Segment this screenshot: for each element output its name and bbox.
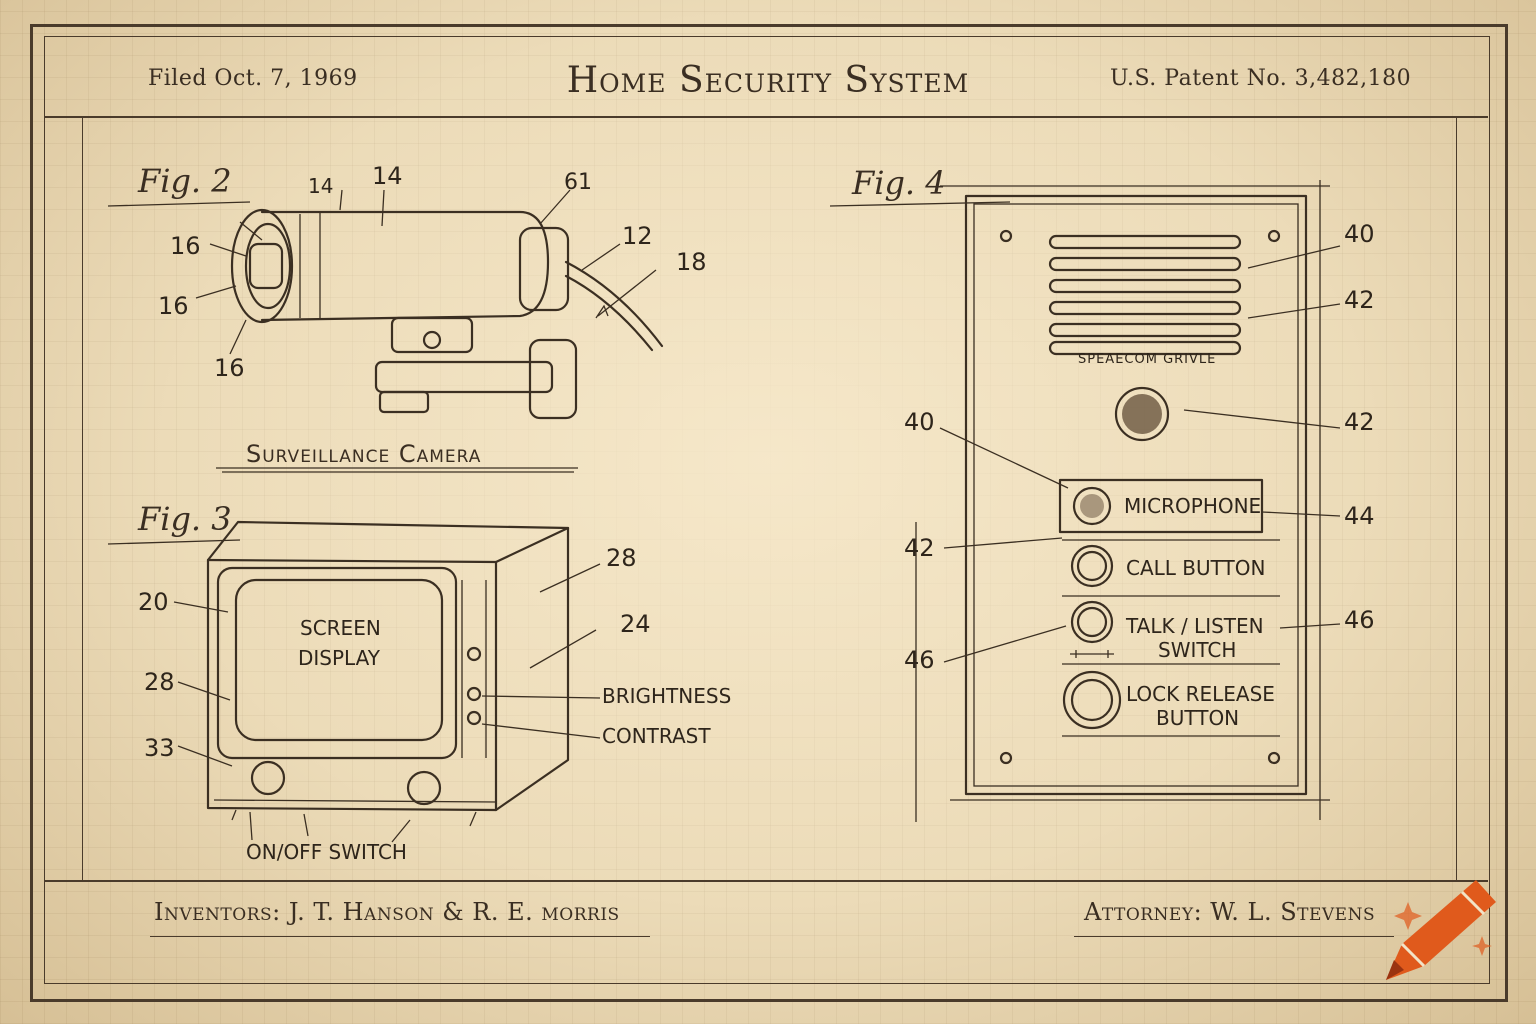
ref-20: 20 xyxy=(138,588,169,616)
ref-28a: 28 xyxy=(144,668,175,696)
ref-46-right: 46 xyxy=(1344,606,1375,634)
inventors-line: Inventors: J. T. Hanson & R. E. morris xyxy=(154,898,620,926)
attorney-underline xyxy=(1074,936,1394,937)
ref-42-left: 42 xyxy=(904,534,935,562)
attorney-line: Attorney: W. L. Stevens xyxy=(1084,898,1376,926)
right-margin-rule xyxy=(1456,116,1457,880)
monitor-drawing xyxy=(173,520,601,843)
lock-release-line2: BUTTON xyxy=(1156,706,1240,730)
contrast-label: CONTRAST xyxy=(602,724,711,748)
crayon-logo xyxy=(1386,880,1496,980)
ref-16a: 16 xyxy=(170,232,201,260)
ref-12: 12 xyxy=(622,222,653,250)
call-button-label: CALL BUTTON xyxy=(1126,556,1266,580)
ref-18: 18 xyxy=(676,248,707,276)
ref-44: 44 xyxy=(1344,502,1375,530)
fig4-label: Fig. 4 xyxy=(852,164,946,202)
screen-text-1: SCREEN xyxy=(300,616,381,640)
ref-14b: 14 xyxy=(372,162,403,190)
microphone-label: MICROPHONE xyxy=(1124,494,1262,518)
ref-42-right-a: 42 xyxy=(1344,286,1375,314)
ref-40-right: 40 xyxy=(1344,220,1375,248)
ref-61: 61 xyxy=(564,170,592,195)
footer-rule xyxy=(44,880,1488,882)
ref-40-left: 40 xyxy=(904,408,935,436)
ref-24: 24 xyxy=(620,610,651,638)
outer-border xyxy=(30,24,1508,1002)
ref-28b: 28 xyxy=(606,544,637,572)
patent-number: U.S. Patent No. 3,482,180 xyxy=(1110,66,1412,91)
ref-46-left: 46 xyxy=(904,646,935,674)
ref-42-right-b: 42 xyxy=(1344,408,1375,436)
talk-listen-line2: SWITCH xyxy=(1158,638,1237,662)
filed-date: Filed Oct. 7, 1969 xyxy=(148,66,358,91)
onoff-switch-label: ON/OFF SWITCH xyxy=(246,840,407,864)
fig2-label: Fig. 2 xyxy=(138,162,232,200)
ref-14a: 14 xyxy=(308,174,334,198)
inventors-underline xyxy=(150,936,650,937)
grille-label: SPEAECOM GRIVLE xyxy=(1078,352,1217,367)
inner-border xyxy=(44,36,1490,984)
camera-drawing xyxy=(195,189,664,473)
page-title: Home Security System xyxy=(566,60,970,101)
left-margin-rule xyxy=(82,116,83,880)
lock-release-line1: LOCK RELEASE xyxy=(1126,682,1275,706)
intercom-drawing xyxy=(915,180,1341,822)
fig2-caption: Surveillance Camera xyxy=(246,440,482,468)
brightness-label: BRIGHTNESS xyxy=(602,684,732,708)
fig3-label: Fig. 3 xyxy=(138,500,232,538)
talk-listen-line1: TALK / LISTEN xyxy=(1126,614,1264,638)
header-rule xyxy=(44,116,1488,118)
screen-text-2: DISPLAY xyxy=(298,646,381,670)
ref-16b: 16 xyxy=(158,292,189,320)
ref-33: 33 xyxy=(144,734,175,762)
ref-16c: 16 xyxy=(214,354,245,382)
